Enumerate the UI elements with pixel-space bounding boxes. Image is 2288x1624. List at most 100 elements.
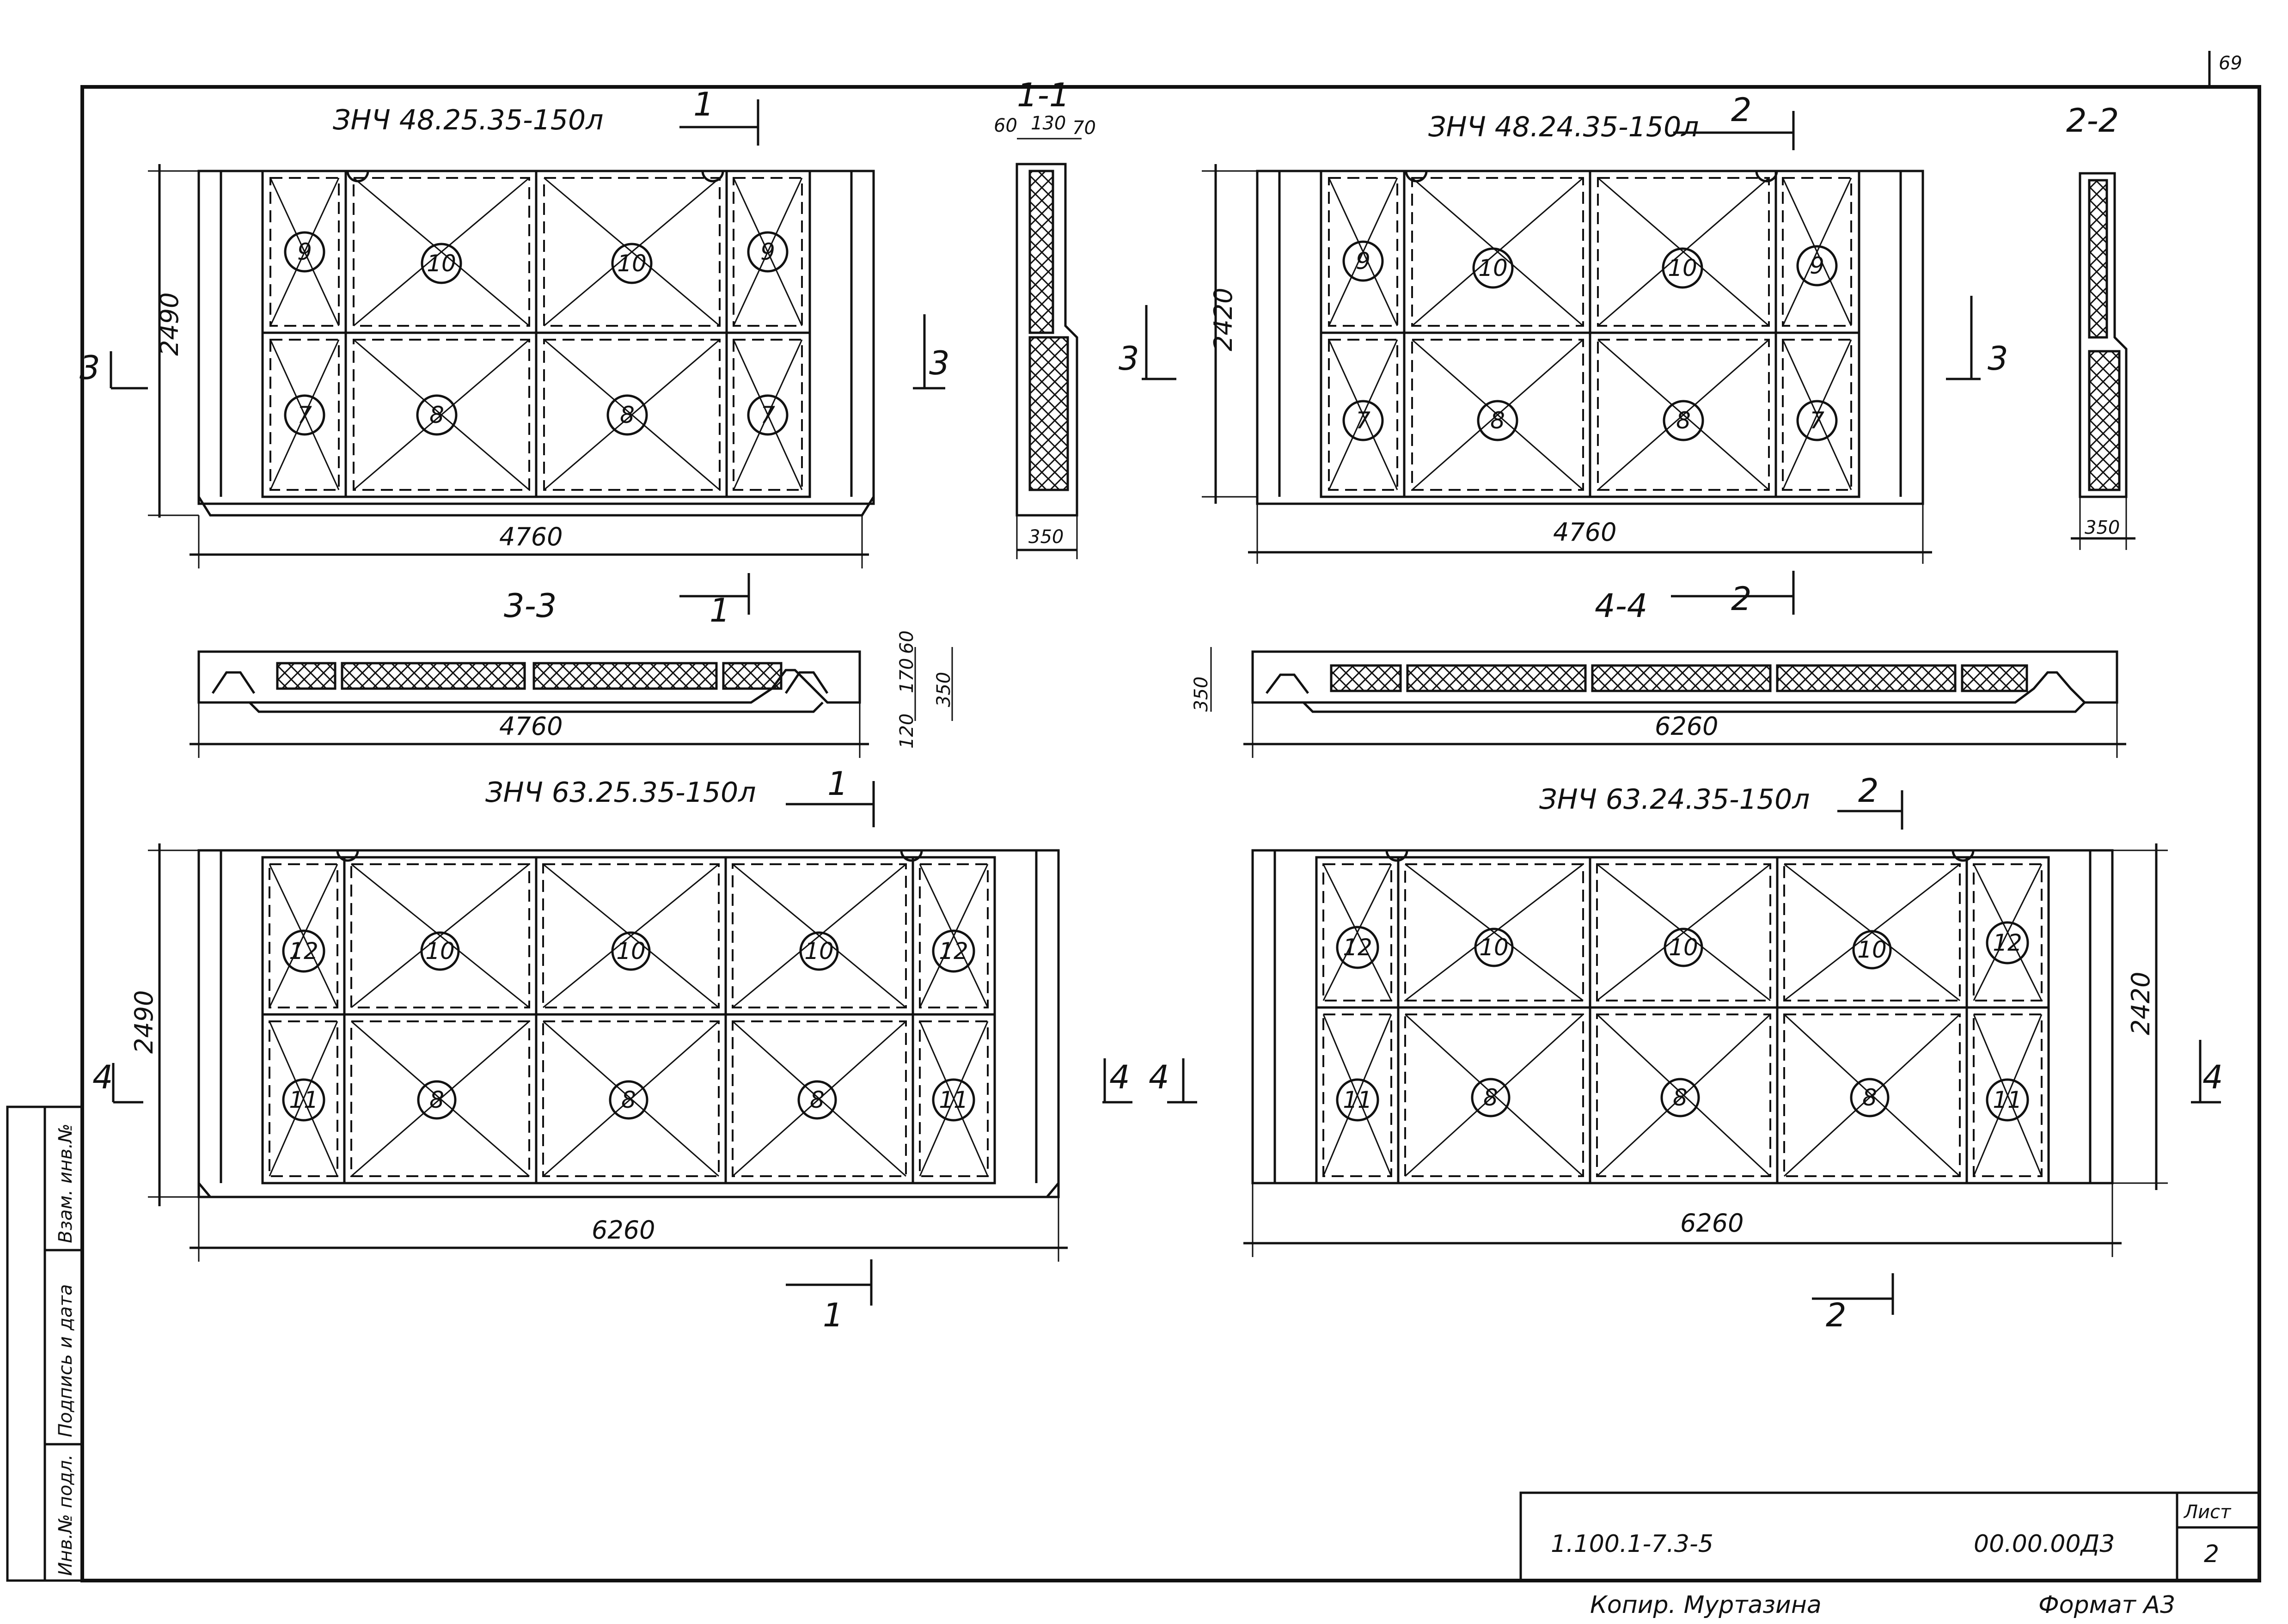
panel-c-height-dim: 2490 xyxy=(129,990,159,1054)
panel-a-top-label-3: 10 xyxy=(617,250,647,277)
section-3-3-title: 3-3 xyxy=(504,587,557,625)
panel-c-bottom-label-3: 8 xyxy=(621,1087,636,1113)
panel-b-height-dim: 2420 xyxy=(1209,288,1238,351)
panel-d-title: ЗНЧ 63.24.35-150л xyxy=(1539,783,1810,816)
section-1-1-dim-a: 60 xyxy=(994,115,1017,136)
panel-c-side-cut-left: 4 xyxy=(92,1058,113,1096)
panel-c-top-label-1: 12 xyxy=(289,938,318,965)
panel-c-title: ЗНЧ 63.25.35-150л xyxy=(485,776,756,809)
section-3-3-dim-c: 120 xyxy=(896,714,918,749)
panel-a-top-label-4: 9 xyxy=(760,238,775,265)
panel-c-top-label-3: 10 xyxy=(616,938,646,965)
section-4-4-width-dim: 6260 xyxy=(1655,712,1718,741)
panel-b-top-label-1: 9 xyxy=(1356,248,1370,275)
section-4-4-cut-mark: 2 xyxy=(1731,580,1752,618)
panel-b-side-cut-left: 3 xyxy=(1119,340,1139,378)
panel-c-bottom-label-5: 11 xyxy=(939,1087,968,1113)
panel-d-top-label-3: 10 xyxy=(1669,934,1698,961)
panel-a-height-dim: 2490 xyxy=(155,293,184,356)
section-2-2-title: 2-2 xyxy=(2066,102,2119,140)
footer: Копир. Муртазина Формат А3 xyxy=(1590,1591,2175,1619)
panel-a-bottom-label-2: 8 xyxy=(429,402,444,428)
panel-b-bottom-label-2: 8 xyxy=(1490,407,1505,434)
panel-d-cut-mark-top: 2 xyxy=(1858,772,1879,810)
section-3-3-width-dim: 4760 xyxy=(499,712,563,741)
panel-d-bottom-label-5: 11 xyxy=(1993,1087,2022,1113)
sheet-frame: 69 xyxy=(80,51,2261,1582)
sheet-number: 2 xyxy=(2204,1540,2219,1568)
section-2-2-dim-bottom: 350 xyxy=(2085,517,2120,538)
section-1-1-title: 1-1 xyxy=(1017,76,1070,114)
panel-c-cut-mark-bottom: 1 xyxy=(823,1296,844,1334)
doc-code: 1.100.1-7.3-5 xyxy=(1551,1530,1713,1558)
section-1-1: 1-1 60 130 70 350 xyxy=(994,76,1096,559)
panel-a-view: ЗНЧ 48.25.35-150л 1 xyxy=(80,85,950,568)
section-2-2: 2-2 350 xyxy=(2066,102,2135,550)
panel-d-top-label-1: 12 xyxy=(1343,934,1372,961)
panel-b-bottom-label-3: 8 xyxy=(1676,407,1691,434)
panel-c-bottom-label-1: 11 xyxy=(289,1087,318,1113)
section-4-4-title: 4-4 xyxy=(1595,587,1647,625)
panel-d-width-dim: 6260 xyxy=(1680,1209,1744,1238)
section-3-3-cut-mark: 1 xyxy=(710,592,730,629)
panel-c-view: ЗНЧ 63.25.35-150л 1 xyxy=(92,765,1132,1334)
panel-c-bottom-label-2: 8 xyxy=(429,1087,444,1113)
panel-a-top-label-2: 10 xyxy=(427,250,456,277)
panel-b-top-label-3: 10 xyxy=(1668,255,1697,281)
panel-d-height-dim: 2420 xyxy=(2126,972,2155,1035)
stamp-cell-inv-no: Инв.№ подл. xyxy=(55,1454,76,1576)
section-3-3-dim-a: 60 xyxy=(896,630,918,654)
panel-c-top-label-2: 10 xyxy=(425,938,455,965)
panel-d-bottom-label-2: 8 xyxy=(1483,1084,1498,1111)
panel-a-bottom-label-1: 7 xyxy=(297,402,312,428)
panel-c-side-cut-right: 4 xyxy=(1109,1058,1130,1096)
panel-c-width-dim: 6260 xyxy=(592,1215,655,1245)
panel-a-top-label-1: 9 xyxy=(297,238,312,265)
format-label: Формат А3 xyxy=(2038,1591,2175,1619)
copied-by: Копир. Муртазина xyxy=(1590,1591,1822,1619)
section-3-3-dim-b: 170 xyxy=(896,658,918,693)
panel-d-cut-mark-bottom: 2 xyxy=(1826,1296,1847,1334)
panel-a-bottom-label-3: 8 xyxy=(620,402,635,428)
stamp-cell-replaced-inv: Взам. инв.№ xyxy=(55,1123,76,1243)
panel-d-bottom-label-4: 8 xyxy=(1862,1084,1877,1111)
panel-d-top-label-2: 10 xyxy=(1479,934,1509,961)
panel-d-view: ЗНЧ 63.24.35-150л 2 xyxy=(1149,772,2223,1334)
panel-c-cut-mark-top: 1 xyxy=(827,765,848,803)
panel-d-bottom-label-1: 11 xyxy=(1343,1087,1372,1113)
panel-a-side-cut-left: 3 xyxy=(80,349,100,387)
panel-b-view: ЗНЧ 48.24.35-150л 2 xyxy=(1119,91,2008,564)
panel-b-side-cut-right: 3 xyxy=(1988,340,2008,378)
panel-d-top-label-5: 12 xyxy=(1993,929,2022,956)
panel-a-bottom-label-4: 7 xyxy=(760,402,775,428)
title-block: 1.100.1-7.3-5 00.00.00Д3 Лист 2 xyxy=(1519,1491,2261,1582)
section-1-1-dim-bottom: 350 xyxy=(1028,526,1064,548)
panel-b-bottom-label-4: 7 xyxy=(1810,407,1824,434)
section-4-4-dim-left: 350 xyxy=(1191,677,1212,712)
side-stamp: Инв.№ подл. Подпись и дата Взам. инв.№ xyxy=(6,1105,84,1582)
panel-c-bottom-label-4: 8 xyxy=(810,1087,825,1113)
panel-b-width-dim: 4760 xyxy=(1553,518,1616,547)
section-1-1-dim-c: 70 xyxy=(1072,117,1096,139)
panel-a-side-cut-right: 3 xyxy=(929,344,950,382)
panel-d-bottom-label-3: 8 xyxy=(1673,1084,1688,1111)
panel-b-top-label-4: 9 xyxy=(1810,252,1824,279)
panel-a-width-dim: 4760 xyxy=(499,522,563,551)
panel-c-top-label-4: 10 xyxy=(804,938,834,965)
panel-b-top-label-2: 10 xyxy=(1478,255,1508,281)
page-corner-number: 69 xyxy=(2219,53,2242,74)
panel-b-title: ЗНЧ 48.24.35-150л xyxy=(1428,111,1699,143)
panel-d-side-cut-right: 4 xyxy=(2202,1058,2223,1096)
panel-a-title: ЗНЧ 48.25.35-150л xyxy=(333,104,604,136)
sheet-label: Лист xyxy=(2183,1502,2232,1523)
section-3-3: 3-3 1 4760 60 170 120 350 xyxy=(190,573,954,758)
panel-b-bottom-label-1: 7 xyxy=(1356,407,1370,434)
panel-a-cut-mark: 1 xyxy=(693,85,714,123)
drawing-code: 00.00.00Д3 xyxy=(1974,1530,2115,1558)
panel-d-top-label-4: 10 xyxy=(1857,936,1887,963)
section-3-3-dim-d: 350 xyxy=(933,672,954,707)
panel-c-top-label-5: 12 xyxy=(939,938,968,965)
section-4-4: 4-4 2 6260 350 xyxy=(1191,571,2126,758)
panel-b-cut-mark: 2 xyxy=(1731,91,1752,129)
